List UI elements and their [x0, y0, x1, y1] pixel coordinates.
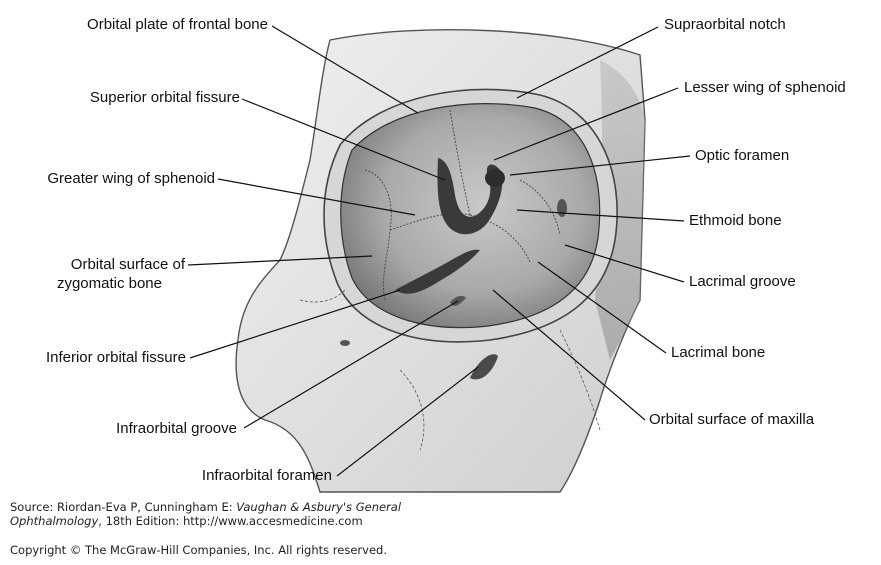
source-suffix: , 18th Edition: http://www.accesmedicine…: [98, 514, 362, 528]
label-lesser-wing: Lesser wing of sphenoid: [684, 79, 846, 97]
source-prefix: Source: Riordan-Eva P, Cunningham E:: [10, 500, 236, 514]
source-title-2: Ophthalmology: [10, 514, 98, 528]
source-title: Vaughan & Asbury's General: [236, 500, 401, 514]
label-orbital-plate: Orbital plate of frontal bone: [87, 16, 268, 34]
label-optic-foramen: Optic foramen: [695, 147, 789, 165]
label-orbital-surface-zygomatic-line2: zygomatic bone: [57, 275, 162, 293]
lacrimal-groove-shape: [557, 199, 567, 217]
label-superior-orbital-fissure: Superior orbital fissure: [90, 89, 240, 107]
label-ethmoid-bone: Ethmoid bone: [689, 212, 782, 230]
label-inferior-orbital-fissure: Inferior orbital fissure: [46, 349, 186, 367]
label-infraorbital-groove: Infraorbital groove: [116, 420, 237, 438]
label-lacrimal-groove: Lacrimal groove: [689, 273, 796, 291]
label-lacrimal-bone: Lacrimal bone: [671, 344, 765, 362]
zygomatic-foramen-shape: [340, 340, 350, 346]
optic-foramen-shape: [485, 169, 505, 187]
label-supraorbital-notch: Supraorbital notch: [664, 16, 786, 34]
label-orbital-surface-maxilla: Orbital surface of maxilla: [649, 411, 814, 429]
source-credit: Source: Riordan-Eva P, Cunningham E: Vau…: [10, 500, 401, 514]
label-orbital-surface-zygomatic-line1: Orbital surface of: [71, 256, 185, 274]
label-infraorbital-foramen: Infraorbital foramen: [202, 467, 332, 485]
label-greater-wing: Greater wing of sphenoid: [47, 170, 215, 188]
copyright: Copyright © The McGraw-Hill Companies, I…: [10, 543, 387, 557]
source-credit-line2: Ophthalmology, 18th Edition: http://www.…: [10, 514, 363, 528]
